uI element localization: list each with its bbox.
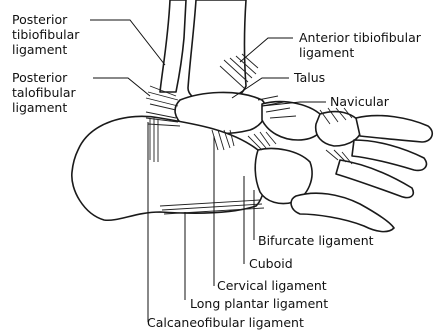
label-line: Posterior (12, 70, 76, 85)
label-posterior-talofibular-ligament: Posterior talofibular ligament (12, 70, 76, 115)
label-navicular: Navicular (330, 94, 389, 109)
label-line: talofibular (12, 85, 76, 100)
label-line: ligament (12, 100, 76, 115)
metatarsal-5 (291, 193, 394, 231)
label-anterior-tibiofibular-ligament: Anterior tibiofibular ligament (299, 30, 421, 60)
label-line: Posterior (12, 12, 79, 27)
label-long-plantar-ligament: Long plantar ligament (190, 296, 328, 311)
label-talus: Talus (294, 70, 325, 85)
label-line: ligament (12, 42, 79, 57)
label-bifurcate-ligament: Bifurcate ligament (258, 233, 374, 248)
tibia-bone (188, 0, 246, 104)
label-line: Anterior tibiofibular (299, 30, 421, 45)
label-posterior-tibiofibular-ligament: Posterior tibiofibular ligament (12, 12, 79, 57)
metatarsal-1 (356, 116, 432, 142)
fibula-bone (160, 0, 186, 92)
label-calcaneofibular-ligament: Calcaneofibular ligament (147, 315, 304, 330)
label-line: tibiofibular (12, 27, 79, 42)
navicular-bone (262, 102, 324, 140)
label-cervical-ligament: Cervical ligament (217, 278, 327, 293)
label-cuboid: Cuboid (249, 256, 293, 271)
label-line: ligament (299, 45, 421, 60)
